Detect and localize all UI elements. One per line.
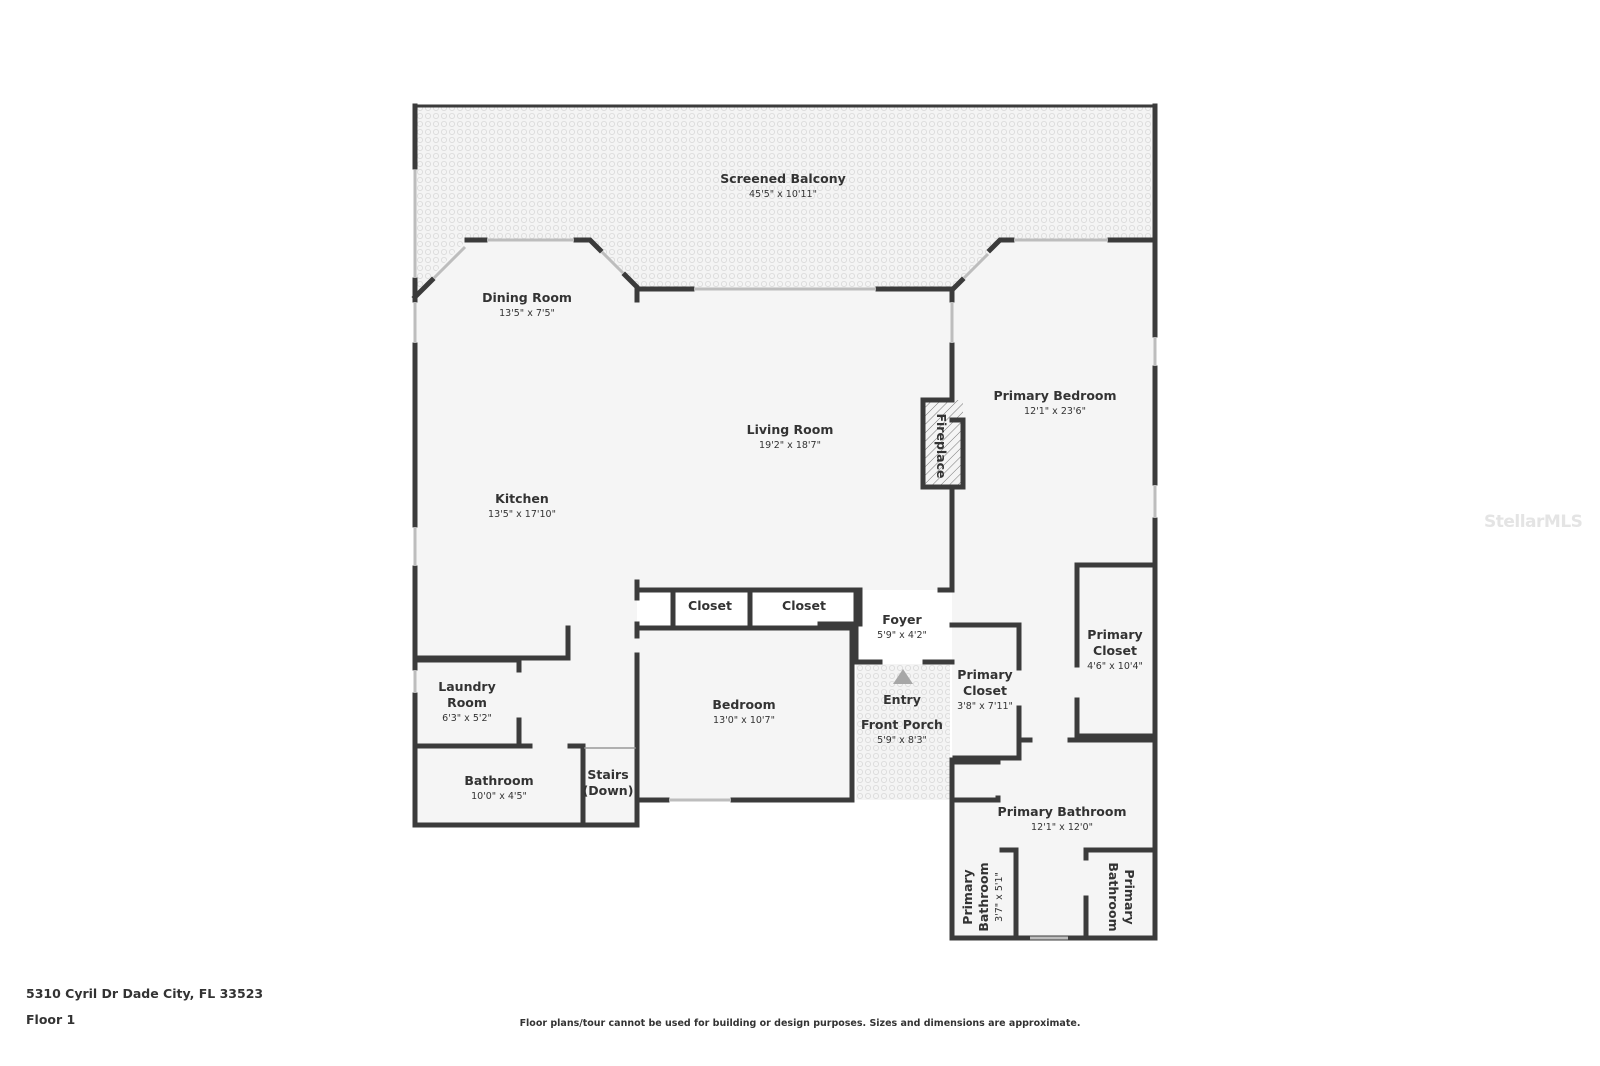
windows [413,170,1157,940]
primary-closet-large-dim: 4'6" x 10'4" [1087,661,1143,672]
living-room-name: Living Room [747,422,834,437]
foyer-name: Foyer [882,612,922,627]
primary-bathroom-dim: 12'1" x 12'0" [1031,822,1093,833]
entry-arrow-icon [893,669,913,684]
living-room-dim: 19'2" x 18'7" [759,440,821,451]
dining-room-name: Dining Room [482,290,572,305]
dining-room-dim: 13'5" x 7'5" [499,308,555,319]
front-porch-name: Front Porch [861,717,943,732]
bathroom-dim: 10'0" x 4'5" [471,791,527,802]
bedroom-dim: 13'0" x 10'7" [713,715,775,726]
primary-closet-large-line1: Primary [1087,627,1142,642]
laundry-room-dim: 6'3" x 5'2" [442,713,492,724]
bedroom-name: Bedroom [712,697,775,712]
stairs-name-line1: Stairs [587,767,628,782]
fireplace-hearth [923,400,963,486]
laundry-floor [415,660,521,746]
front-porch-dim: 5'9" x 8'3" [877,735,927,746]
screened-balcony-dim: 45'5" x 10'11" [749,189,817,200]
primary-bathroom-left-line2: Bathroom [976,862,991,931]
screened-balcony-name: Screened Balcony [720,171,846,186]
kitchen-dim: 13'5" x 17'10" [488,509,556,520]
walls [411,103,1158,941]
foyer-dim: 5'9" x 4'2" [877,630,927,641]
primary-wing-floor [952,240,1155,938]
primary-bathroom-left-dim: 3'7" x 5'1" [994,872,1005,922]
laundry-room-name-line1: Laundry [438,679,495,694]
primary-bedroom-name: Primary Bedroom [993,388,1116,403]
stairs-name-line2: (Down) [583,783,634,798]
closet-1-name: Closet [688,598,732,613]
primary-bathroom-left-label: Primary Bathroom 3'7" x 5'1" [960,862,1005,931]
primary-bedroom-dim: 12'1" x 23'6" [1024,406,1086,417]
primary-closet-small-line2: Closet [963,683,1007,698]
watermark: StellarMLS [1484,512,1583,532]
disclaimer: Floor plans/tour cannot be used for buil… [519,1018,1081,1029]
laundry-room-name-line2: Room [447,695,487,710]
stairs-floor [585,748,635,825]
primary-bathroom-name: Primary Bathroom [998,804,1127,819]
primary-bathroom-left-line1: Primary [960,869,975,924]
floor-label: Floor 1 [26,1012,76,1027]
entry-label: Entry [883,692,921,707]
kitchen-name: Kitchen [495,491,549,506]
primary-bathroom-right-line1: Primary [1122,869,1137,924]
primary-bathroom-right-line2: Bathroom [1106,862,1121,931]
property-address: 5310 Cyril Dr Dade City, FL 33523 [26,986,264,1001]
kitchen-floor [415,290,635,660]
fireplace-label: Fireplace [934,413,949,478]
closet-2-name: Closet [782,598,826,613]
primary-closet-large-line2: Closet [1093,643,1137,658]
primary-closet-small-dim: 3'8" x 7'11" [957,701,1013,712]
bathroom-floor [415,748,583,825]
porch-floor [856,664,950,800]
primary-bathroom-right-label: Primary Bathroom [1106,862,1137,931]
bathroom-name: Bathroom [464,773,533,788]
bedroom-floor [637,628,852,800]
primary-closet-small-line1: Primary [957,667,1012,682]
